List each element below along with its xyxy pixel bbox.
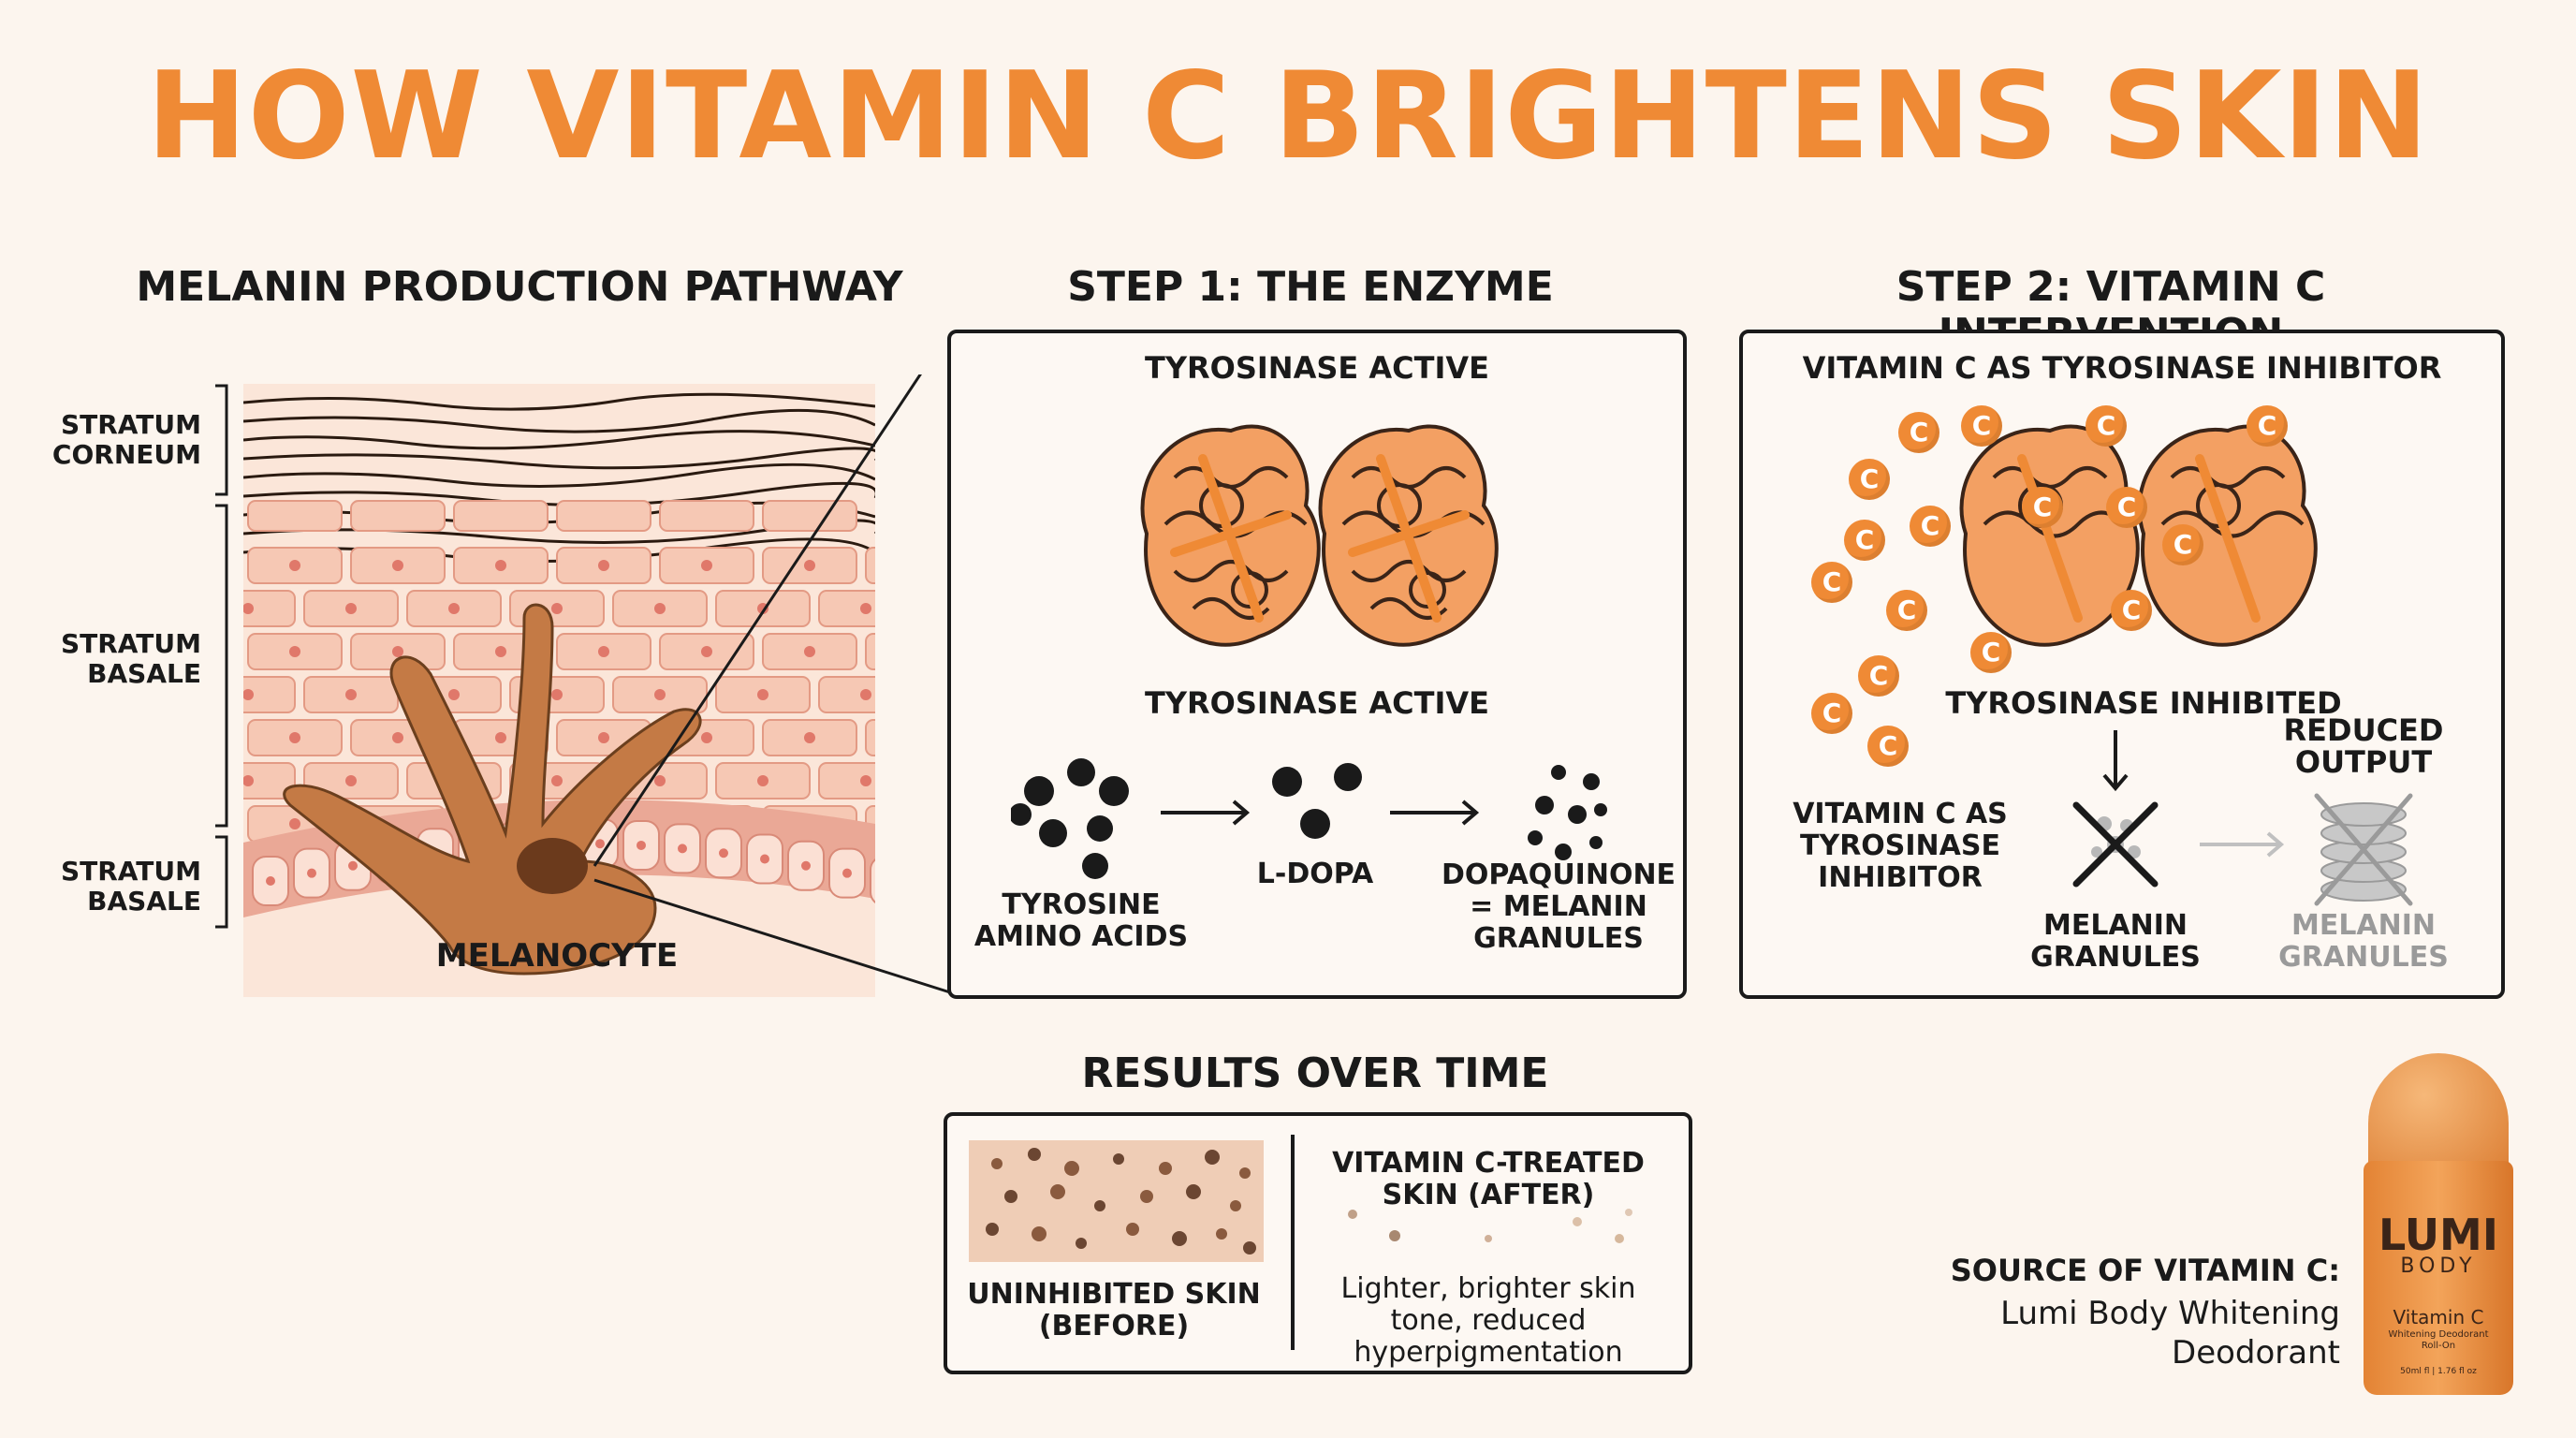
reaction-pathway: [1011, 758, 1607, 879]
stage-label-dopaquinone: DOPAQUINONE = MELANIN GRANULES: [1441, 858, 1676, 955]
vitamin-c-molecule-icon: C: [2106, 487, 2147, 528]
vitamin-c-molecule-icon: C: [2086, 405, 2127, 447]
step1-heading: STEP 1: THE ENZYME: [1067, 263, 1554, 311]
step1-top-label: TYROSINASE ACTIVE: [1145, 350, 1489, 386]
skin-cross-section: [215, 374, 951, 997]
granules-label: MELANIN GRANULES: [2030, 909, 2201, 974]
after-description: Lighter, brighter skin tone, reduced hyp…: [1340, 1272, 1636, 1369]
vitamin-c-molecule-icon: C: [2022, 487, 2063, 528]
step1-panel: [947, 330, 1687, 999]
source-label: SOURCE OF VITAMIN C:: [1950, 1253, 2340, 1288]
vitamin-c-molecule-icon: C: [2247, 405, 2288, 447]
vitamin-c-molecule-icon: C: [1910, 506, 1951, 547]
bottle-brand-sub: BODY: [2400, 1255, 2477, 1278]
vitamin-c-molecule-icon: C: [1811, 562, 1852, 603]
vitamin-c-molecule-icon: C: [2162, 524, 2203, 565]
step2-top-label: VITAMIN C AS TYROSINASE INHIBITOR: [1802, 350, 2442, 386]
vitamin-c-molecule-icon: C: [1961, 405, 2002, 447]
before-skin-swatch: [969, 1140, 1264, 1262]
vitamin-c-molecule-icon: C: [1811, 693, 1852, 734]
stage-label-ldopa: L-DOPA: [1256, 858, 1374, 890]
bottle-body: [2364, 1161, 2513, 1395]
vitamin-c-molecule-icon: C: [1858, 655, 1899, 697]
page-title: HOW VITAMIN C BRIGHTENS SKIN: [146, 47, 2430, 186]
inhibited-enzyme-icon: [1959, 424, 2318, 647]
bottle-product-name: Vitamin C: [2393, 1306, 2484, 1328]
inhibition-graphic: [2072, 730, 2413, 906]
step1-mid-label: TYROSINASE ACTIVE: [1145, 685, 1489, 721]
bottle-product-desc: Whitening Deodorant Roll-On: [2388, 1329, 2489, 1351]
layer-label-basale-1: STRATUM BASALE: [60, 628, 201, 689]
step2-mid-label: TYROSINASE INHIBITED: [1945, 685, 2342, 721]
vitamin-c-molecule-icon: C: [1898, 412, 1939, 453]
results-heading: RESULTS OVER TIME: [1081, 1049, 1549, 1097]
vitamin-c-molecule-icon: C: [1886, 590, 1927, 631]
tyrosinase-enzyme-icon: [1140, 424, 1499, 647]
bottle-brand: LUMI: [2378, 1210, 2498, 1260]
bottle-volume: 50ml fl | 1.76 fl oz: [2400, 1367, 2477, 1376]
source-product-line2: Deodorant: [2172, 1334, 2340, 1372]
vitamin-c-molecule-icon: C: [2111, 590, 2152, 631]
reduced-output-label: REDUCED OUTPUT: [2283, 712, 2444, 780]
after-title: VITAMIN C-TREATED SKIN (AFTER): [1332, 1147, 1645, 1211]
vitamin-c-molecule-icon: C: [1849, 459, 1890, 500]
bottle-icon: LUMI BODY Vitamin C Whitening Deodorant …: [2364, 1053, 2513, 1395]
vitamin-c-molecule-icon: C: [1867, 726, 1909, 767]
layer-label-basale-2: STRATUM BASALE: [60, 856, 201, 917]
before-label: UNINHIBITED SKIN (BEFORE): [967, 1278, 1261, 1343]
granules-label-faded: MELANIN GRANULES: [2278, 909, 2449, 974]
stage-label-tyrosine: TYROSINE AMINO ACIDS: [973, 888, 1189, 953]
vitamin-c-molecule-icon: C: [1970, 632, 2012, 673]
pathway-heading: MELANIN PRODUCTION PATHWAY: [136, 263, 903, 311]
melanocyte-label: MELANOCYTE: [435, 937, 679, 975]
layer-label-corneum: STRATUM CORNEUM: [51, 409, 201, 470]
after-skin-spots: [1348, 1209, 1632, 1243]
source-product-line1: Lumi Body Whitening: [2000, 1295, 2340, 1332]
step2-left-label: VITAMIN C AS TYROSINASE INHIBITOR: [1793, 798, 2008, 894]
vitamin-c-molecule-icon: C: [1844, 520, 1885, 561]
results-divider: [1291, 1135, 1295, 1350]
